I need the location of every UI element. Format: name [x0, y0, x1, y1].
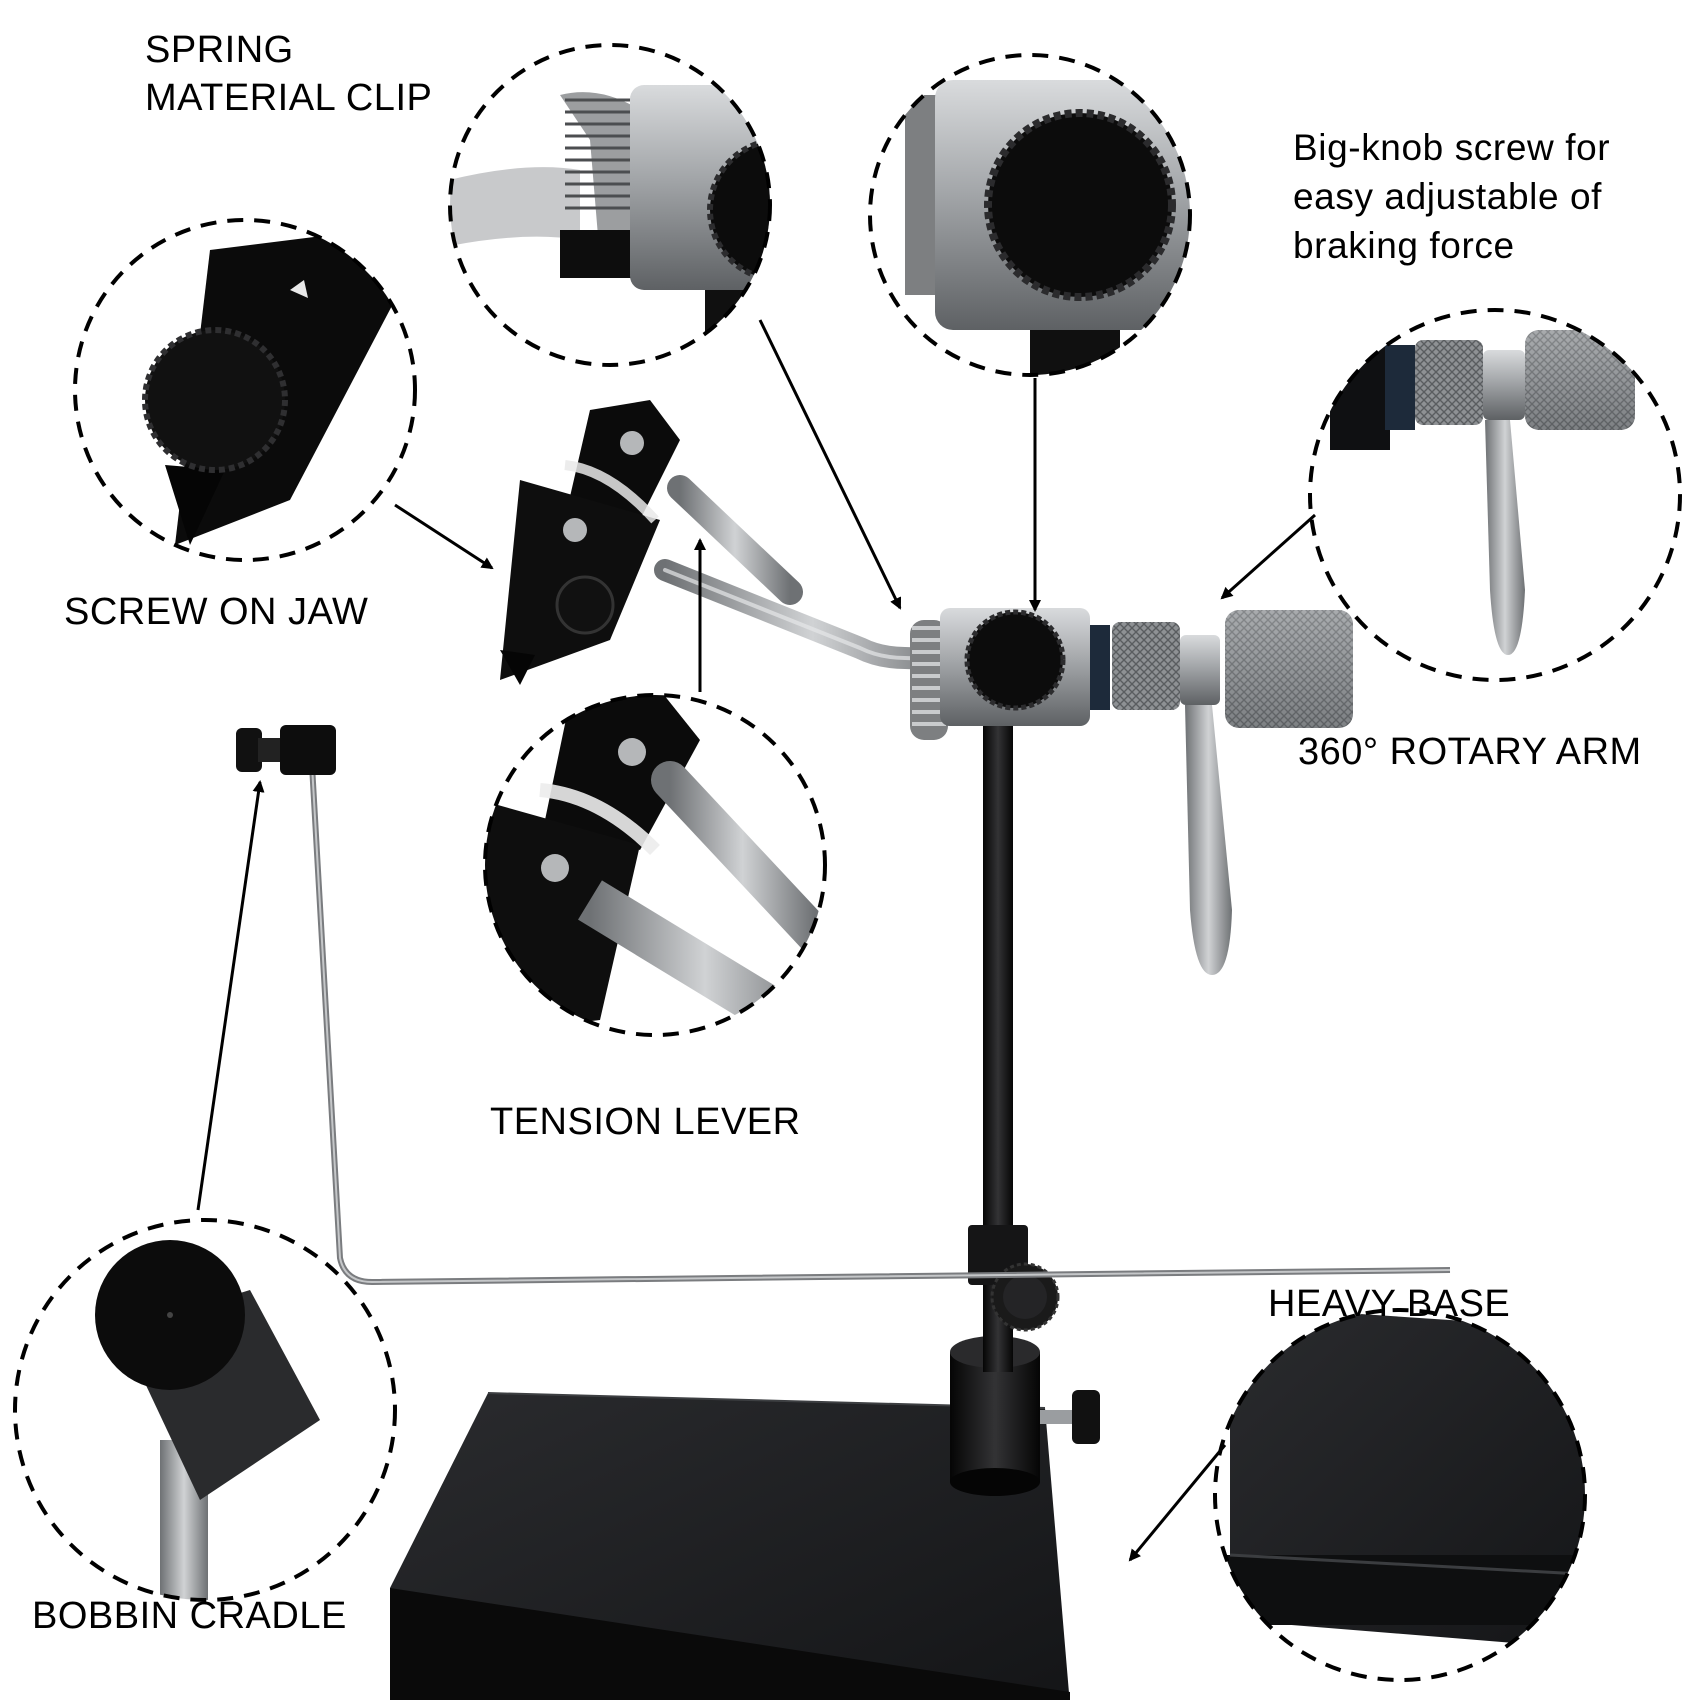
detail-rotary-arm	[1308, 308, 1682, 682]
detail-spring-material-clip	[448, 43, 772, 367]
arrow-spring-clip	[758, 319, 902, 610]
detail-screw-on-jaw	[73, 218, 417, 562]
arrow-heavy-base	[1128, 1444, 1227, 1562]
pedestal-collar	[950, 1336, 1040, 1496]
label-bobbin-cradle: BOBBIN CRADLE	[32, 1595, 347, 1637]
vise-product	[236, 400, 1451, 1700]
label-tension-lever: TENSION LEVER	[490, 1101, 801, 1143]
callout-arrows	[196, 319, 1316, 1562]
detail-heavy-base	[1213, 1308, 1587, 1682]
base-plate	[390, 1392, 1070, 1700]
jaw-arm	[654, 559, 971, 671]
label-big-knob-screw: Big-knob screw for easy adjustable of br…	[1293, 127, 1611, 266]
base-set-screw	[1040, 1390, 1100, 1444]
label-rotary-arm: 360° ROTARY ARM	[1298, 731, 1642, 773]
detail-big-knob-screw	[868, 53, 1192, 377]
label-spring-material-clip: SPRING MATERIAL CLIP	[145, 29, 433, 119]
arrow-screw-jaw	[394, 503, 494, 570]
rotary-head	[910, 608, 1353, 975]
stem-clamp	[968, 1225, 1060, 1332]
detail-tension-lever	[483, 693, 827, 1037]
bobbin-cradle-head	[236, 725, 336, 775]
detail-bobbin-cradle	[13, 1218, 397, 1602]
arrow-bobbin-cradle	[196, 780, 265, 1211]
arrow-rotary-arm	[1220, 513, 1316, 600]
jaw-assembly	[500, 400, 803, 685]
label-heavy-base: HEAVY BASE	[1268, 1283, 1511, 1325]
bobbin-cradle-rod	[309, 764, 1451, 1286]
label-screw-on-jaw: SCREW ON JAW	[64, 591, 369, 633]
